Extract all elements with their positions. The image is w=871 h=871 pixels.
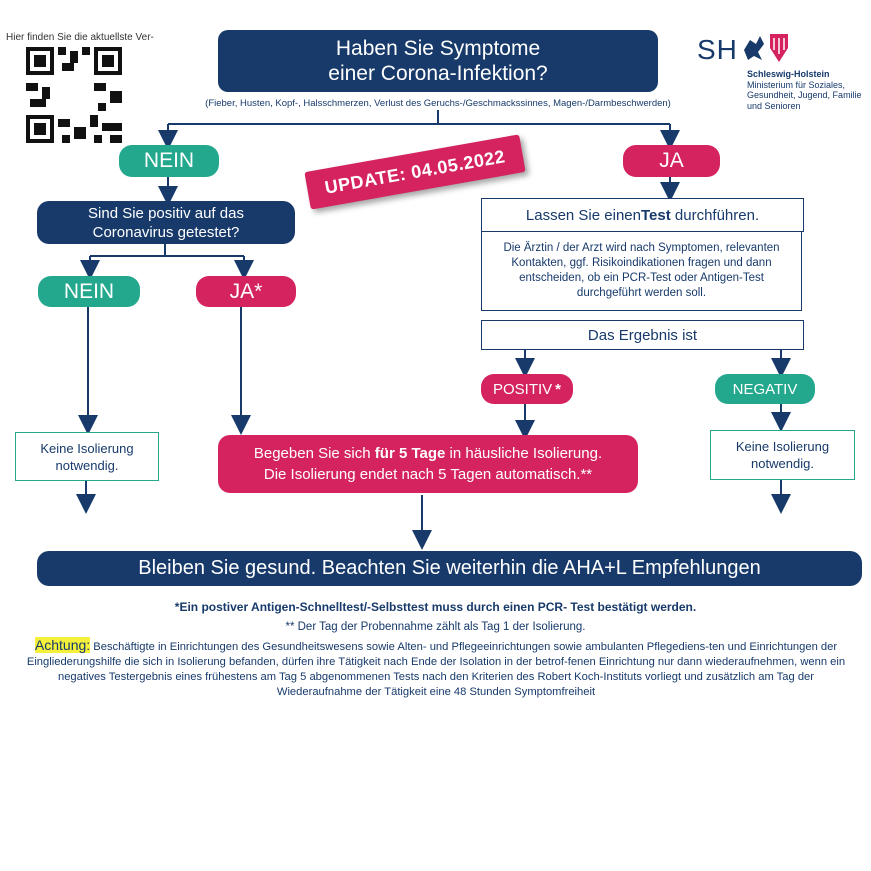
- qr-caption: Hier finden Sie die aktuellste Ver-: [6, 32, 154, 43]
- achtung-paragraph: Achtung: Beschäftigte in Einrichtungen d…: [16, 637, 856, 700]
- sh-logo: SH: [697, 30, 790, 69]
- isolation-box: Begeben Sie sich für 5 Tage in häusliche…: [218, 435, 638, 493]
- ja-tested-pill: JA*: [196, 276, 296, 307]
- test-bold: Test: [640, 206, 671, 224]
- isolation-pre: Begeben Sie sich: [253, 445, 375, 462]
- footnote-2: ** Der Tag der Probennahme zählt als Tag…: [285, 621, 586, 633]
- logo-line-3: Gesundheit, Jugend, Familie: [747, 90, 862, 100]
- result-box: Das Ergebnis ist: [481, 320, 804, 350]
- no-isolation-left-line-1: Keine Isolierung: [40, 440, 134, 456]
- footnote-1: *Ein postiver Antigen-Schnelltest/-Selbs…: [174, 600, 697, 614]
- positiv-pill: POSITIV*: [481, 374, 573, 404]
- ja-pill: JA: [623, 145, 720, 177]
- isolation-line-2: Die Isolierung endet nach 5 Tagen automa…: [263, 466, 593, 483]
- question-line-2: einer Corona-Infektion?: [328, 62, 548, 85]
- logo-line-1: Schleswig-Holstein: [747, 69, 830, 79]
- isolation-line-1: Begeben Sie sich für 5 Tage in häusliche…: [254, 443, 602, 464]
- qr-code-icon[interactable]: [26, 47, 122, 143]
- lion-icon: [742, 30, 790, 69]
- tested-question-line-2: Coronavirus getestet?: [92, 223, 240, 241]
- test-post: durchführen.: [670, 206, 760, 224]
- negativ-pill: NEGATIV: [715, 374, 815, 404]
- no-isolation-right-box: Keine Isolierung notwendig.: [710, 430, 855, 480]
- logo-line-4: und Senioren: [747, 100, 801, 111]
- logo-text: Schleswig-Holstein Ministerium für Sozia…: [747, 69, 862, 111]
- question-line-1: Haben Sie Symptome: [335, 37, 541, 60]
- tested-question-line-1: Sind Sie positiv auf das: [88, 204, 244, 222]
- test-instruction-box: Lassen Sie einen Test durchführen.: [481, 198, 804, 232]
- logo-mark: SH: [697, 33, 738, 65]
- no-isolation-right-line-1: Keine Isolierung: [735, 439, 830, 454]
- isolation-post: in häusliche Isolierung.: [445, 445, 603, 462]
- achtung-text: Beschäftigte in Einrichtungen des Gesund…: [26, 641, 846, 698]
- main-question-box: Haben Sie Symptome einer Corona-Infektio…: [218, 30, 658, 92]
- test-pre: Lassen Sie einen: [525, 206, 641, 224]
- no-isolation-left-line-2: notwendig.: [55, 457, 119, 473]
- no-isolation-left-box: Keine Isolierung notwendig.: [15, 432, 159, 481]
- achtung-label: Achtung:: [34, 637, 91, 653]
- tested-question-box: Sind Sie positiv auf das Coronavirus get…: [37, 201, 295, 244]
- no-isolation-right-line-2: notwendig.: [751, 456, 814, 471]
- positiv-label: POSITIV: [492, 380, 553, 398]
- nein-pill: NEIN: [119, 145, 219, 177]
- bottom-bar: Bleiben Sie gesund. Beachten Sie weiterh…: [37, 551, 862, 586]
- ja-label: JA: [659, 149, 684, 172]
- nein-tested-pill: NEIN: [38, 276, 140, 307]
- symptoms-list: (Fieber, Husten, Kopf-, Halsschmerzen, V…: [205, 98, 671, 109]
- isolation-bold: für 5 Tage: [374, 445, 446, 462]
- logo-line-2: Ministerium für Soziales,: [747, 79, 846, 90]
- positiv-star: *: [555, 380, 562, 398]
- doctor-info-box: Die Ärztin / der Arzt wird nach Symptome…: [481, 231, 802, 311]
